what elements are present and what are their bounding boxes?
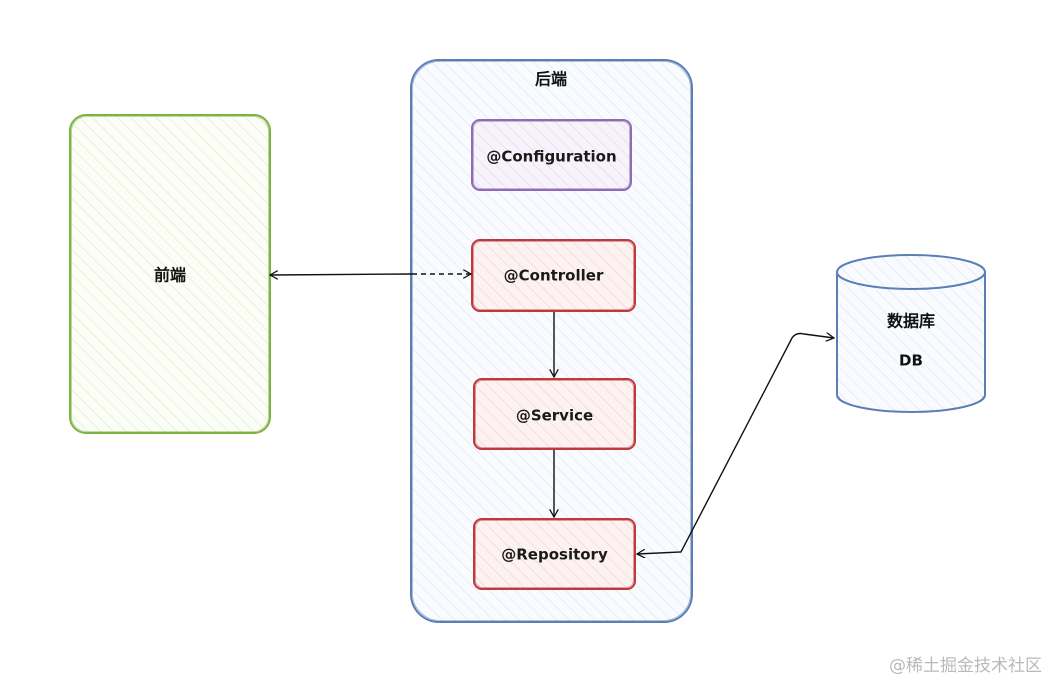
service-label: @Service <box>516 407 593 425</box>
controller-label: @Controller <box>504 267 604 285</box>
frontend-box: 前端 <box>69 114 271 434</box>
configuration-label: @Configuration <box>486 148 616 166</box>
repository-box: @Repository <box>473 518 636 590</box>
controller-box: @Controller <box>471 239 636 312</box>
repository-database-arrow <box>637 334 834 555</box>
frontend-controller-connector <box>270 274 471 275</box>
database-sublabel: DB <box>899 352 923 370</box>
repository-label: @Repository <box>501 546 608 564</box>
configuration-box: @Configuration <box>471 119 632 191</box>
watermark: @稀土掘金技术社区 <box>889 656 1042 676</box>
service-box: @Service <box>473 378 636 450</box>
frontend-label: 前端 <box>154 266 186 285</box>
backend-label: 后端 <box>535 70 567 89</box>
database-cylinder: 数据库 DB <box>836 254 986 413</box>
database-label: 数据库 <box>887 312 935 331</box>
frontend-backend-arrow <box>270 274 413 275</box>
